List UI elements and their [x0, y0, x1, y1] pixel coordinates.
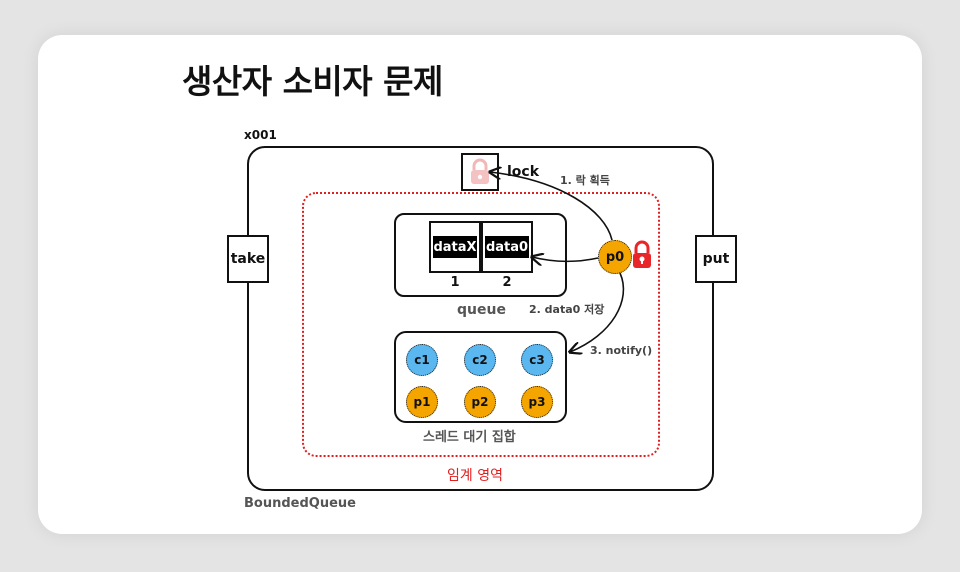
lock-held-icon [633, 240, 651, 268]
step-2-label: 2. data0 저장 [529, 303, 605, 316]
arrow-notify [570, 272, 625, 352]
put-method-box: put [695, 235, 737, 283]
address-label: x001 [244, 128, 277, 142]
consumer-thread-c1: c1 [406, 344, 438, 376]
take-method-box: take [227, 235, 269, 283]
consumer-thread-c2: c2 [464, 344, 496, 376]
bounded-queue-box [247, 146, 714, 491]
queue-box [394, 213, 567, 297]
queue-slot-1: dataX [429, 221, 481, 273]
queue-slot-index: 1 [450, 275, 460, 290]
queue-slot-value: data0 [485, 236, 529, 258]
arrow-store-data [532, 257, 599, 261]
consumer-thread-c3: c3 [521, 344, 553, 376]
arrow-acquire-lock [490, 172, 613, 241]
producer-thread-p1: p1 [406, 386, 438, 418]
critical-section-box [302, 192, 660, 457]
queue-slot-value: dataX [433, 236, 477, 258]
step-1-label: 1. 락 획득 [560, 174, 610, 187]
page-title: 생산자 소비자 문제 [182, 62, 443, 101]
lock-faded-icon [471, 158, 489, 184]
slide-card [38, 35, 922, 534]
producer-thread-p3: p3 [521, 386, 553, 418]
bounded-queue-label: BoundedQueue [244, 496, 356, 511]
step-3-label: 3. notify() [590, 344, 653, 357]
wait-set-box [394, 331, 567, 423]
critical-section-label: 임계 영역 [447, 468, 503, 484]
wait-set-label: 스레드 대기 집합 [423, 430, 516, 445]
queue-slot-index: 2 [502, 275, 512, 290]
queue-label: queue [457, 302, 506, 318]
producer-thread-p0: p0 [598, 240, 632, 274]
producer-thread-p2: p2 [464, 386, 496, 418]
lock-box [461, 153, 499, 191]
queue-slot-2: data0 [481, 221, 533, 273]
